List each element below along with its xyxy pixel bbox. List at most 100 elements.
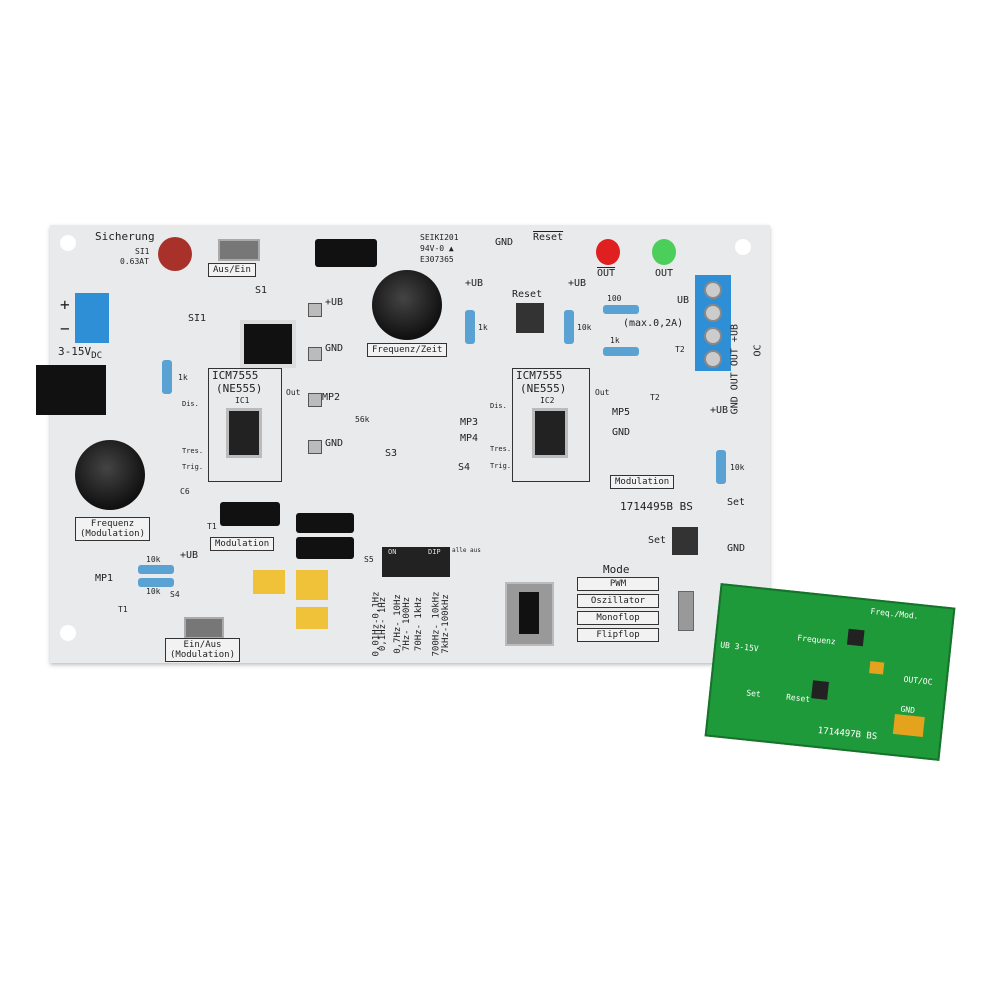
ic1-alt: (NE555) <box>216 382 263 395</box>
s4-label: S4 <box>458 462 471 473</box>
s3-label: S3 <box>385 448 398 459</box>
oc-label: OC <box>752 344 764 357</box>
capacitor <box>296 570 328 600</box>
out-inverted-label: OUT <box>597 268 616 279</box>
ub-label: +UB <box>465 278 484 289</box>
ub-label: +UB <box>568 278 587 289</box>
pin-dis: Dis. <box>490 402 507 410</box>
dc-jack[interactable] <box>36 365 106 415</box>
s2-switch-box: Ein/Aus(Modulation) <box>165 638 241 662</box>
datamatrix-code <box>240 320 296 368</box>
out-label: OUT <box>655 268 674 279</box>
ic1-label: IC1 <box>235 396 250 405</box>
test-point-gnd: GND <box>325 343 344 354</box>
dip-all-off: alle aus <box>452 547 481 554</box>
resistor <box>465 310 475 344</box>
ic1-name: ICM7555 <box>212 369 259 382</box>
frequency-ranges: 0,01Hz-0,1Hz 0,1Hz- 1Hz 0,7Hz- 10Hz 7Hz-… <box>372 585 466 665</box>
resistor-label: 10k <box>146 587 161 596</box>
test-point[interactable] <box>308 347 322 361</box>
smd-capacitor <box>892 714 925 738</box>
set-button-label: Set <box>648 535 667 546</box>
test-point[interactable] <box>308 440 322 454</box>
ub-terminal-label: UB <box>677 295 690 306</box>
power-terminal[interactable] <box>75 293 109 343</box>
main-pcb: Sicherung SI1 0.63AT Aus/Ein S1 SI1 + − … <box>36 225 770 665</box>
pin-tres: Tres. <box>490 445 512 453</box>
mp4-label: MP4 <box>460 433 479 444</box>
dip-on: ON <box>388 548 397 556</box>
mp5-label: MP5 <box>612 407 631 418</box>
set-button[interactable] <box>672 527 698 555</box>
voltage-sub: DC <box>91 350 103 362</box>
small-board-freq: Frequenz <box>796 633 837 647</box>
pot-left-box: Frequenz(Modulation) <box>75 517 151 541</box>
board-id: 1714495B BS <box>620 500 693 513</box>
small-board-gnd: GND <box>900 704 916 716</box>
mp3-label: MP3 <box>460 417 479 428</box>
resistor-label: 10k <box>577 323 592 332</box>
mode-flipflop: Flipflop <box>577 628 659 642</box>
pin-trig: Trig. <box>182 463 204 471</box>
test-point[interactable] <box>308 303 322 317</box>
reset-button-label: Reset <box>512 289 543 300</box>
smd-capacitor <box>869 661 885 675</box>
dip-switch-s5[interactable]: ON DIP <box>382 547 450 577</box>
mode-switch-s3[interactable] <box>505 582 554 646</box>
ub-label: +UB <box>180 550 199 561</box>
modulation-frequency-potentiometer[interactable] <box>75 440 145 510</box>
capacitor <box>296 537 354 559</box>
ic1-chip <box>226 408 262 458</box>
resistor-label: 1k <box>478 323 488 332</box>
range: 7Hz- 100Hz <box>402 596 413 652</box>
capacitor <box>315 239 377 267</box>
resistor <box>603 305 639 314</box>
ub-label: +UB <box>710 405 729 416</box>
dip-brand: DIP <box>428 548 441 556</box>
output-terminal[interactable] <box>695 275 731 371</box>
modulation-label: Modulation <box>210 537 275 551</box>
mount-hole <box>60 625 76 641</box>
pot-left-label: Frequenz <box>90 519 135 529</box>
small-board-set: Set <box>745 688 762 699</box>
ic1-frame <box>208 368 282 482</box>
mode-oszillator: Oszillator <box>577 594 659 608</box>
range: 0,1Hz- 1Hz <box>378 596 389 652</box>
test-point[interactable] <box>308 393 322 407</box>
ic2-name: ICM7555 <box>516 369 563 382</box>
small-board-outoc: OUT/OC <box>903 674 933 687</box>
mount-hole <box>735 239 751 255</box>
ic2-chip <box>532 408 568 458</box>
manufacturer-line: E307365 <box>420 255 454 264</box>
plus-sign: + <box>60 295 70 314</box>
terminal-label: GND OUT OUT +UB <box>729 324 741 415</box>
smd-ic <box>846 628 865 647</box>
small-board-reset: Reset <box>785 692 811 705</box>
power-switch[interactable] <box>218 239 260 261</box>
ic2-frame <box>512 368 590 482</box>
reset-button[interactable] <box>516 303 544 333</box>
mp2-label: MP2 <box>322 392 341 403</box>
gnd-label: GND <box>612 427 631 438</box>
t2-label: T2 <box>675 345 685 354</box>
mode-switch-s4[interactable] <box>678 591 694 631</box>
capacitor <box>253 570 285 594</box>
led-red <box>596 239 620 265</box>
voltage-value: 3-15V <box>58 345 92 358</box>
resistor-label: 10k <box>146 555 161 564</box>
pin-tres: Tres. <box>182 447 204 455</box>
gnd-label: GND <box>727 543 746 554</box>
small-board-ub: UB 3-15V <box>719 640 760 654</box>
s5-label: S5 <box>364 555 374 564</box>
mode-pwm: PWM <box>577 577 659 591</box>
pin-out: Out <box>286 388 301 397</box>
modulation-output-label: Modulation <box>610 475 675 489</box>
fuse-component <box>158 237 192 271</box>
range: 70Hz- 1kHz <box>414 596 425 652</box>
fuse-rating: 0.63AT <box>120 257 149 266</box>
reset-label: Reset <box>533 232 564 243</box>
frequency-time-potentiometer[interactable] <box>372 270 442 340</box>
smd-ic <box>811 680 829 700</box>
small-board-id: 1714497B BS <box>817 726 878 743</box>
modulation-switch[interactable] <box>184 617 224 639</box>
